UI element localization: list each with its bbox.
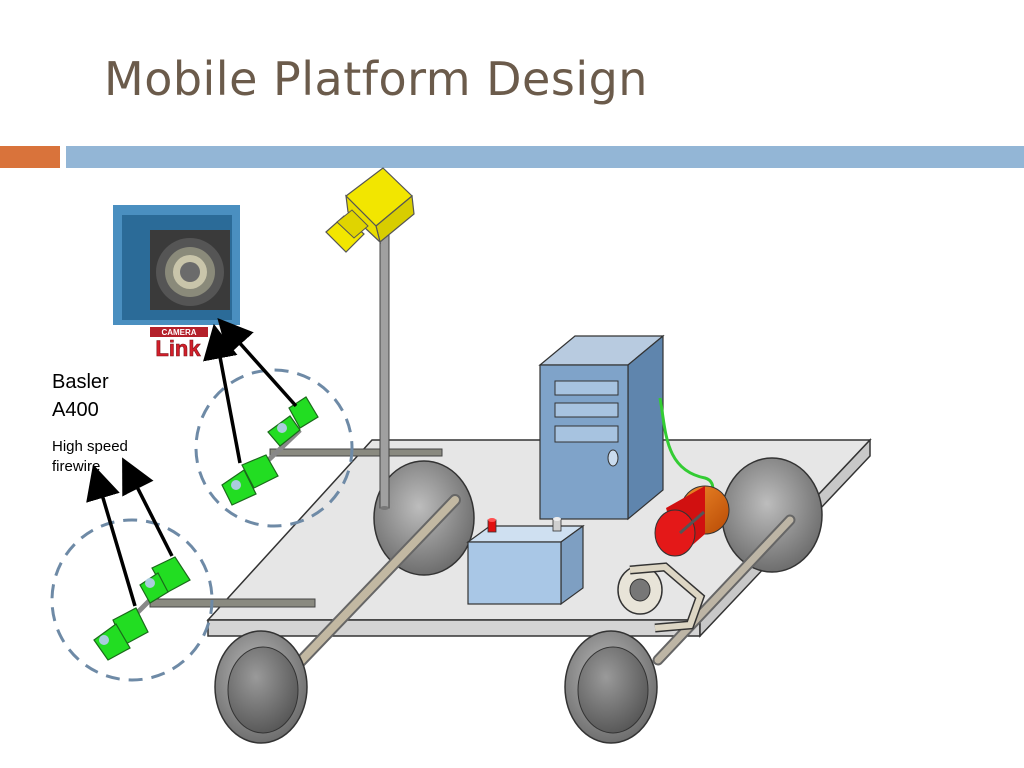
camera-desc-line1: High speed xyxy=(52,438,128,455)
drive-motor xyxy=(654,485,730,557)
green-camera-upper-2 xyxy=(221,454,279,506)
camera-photo xyxy=(113,205,240,325)
sensor-arm-upper xyxy=(269,448,443,457)
camera-desc-line2: firewire xyxy=(52,458,101,475)
arrow-upper-1 xyxy=(217,317,298,408)
svg-text:CAMERA: CAMERA xyxy=(161,328,196,337)
sensor-group-lower-boundary xyxy=(50,518,214,682)
computer-tower xyxy=(538,334,665,521)
rear-left-wheel xyxy=(373,460,475,576)
arrow-lower-2 xyxy=(86,464,137,607)
front-axle-right xyxy=(652,514,796,666)
gear-coupling xyxy=(617,562,706,633)
green-camera-lower-2 xyxy=(93,607,149,661)
camera-model-label: A400 xyxy=(52,399,99,421)
camera-brand-label: Basler xyxy=(52,371,109,393)
sensor-arm-lower xyxy=(149,598,316,608)
front-axle-left xyxy=(294,494,461,668)
slide-title: Mobile Platform Design xyxy=(104,52,648,106)
camera-link-logo: CAMERA Link xyxy=(150,327,208,361)
svg-text:Link: Link xyxy=(155,336,201,361)
front-left-wheel xyxy=(214,630,308,744)
power-cable xyxy=(658,397,715,493)
arrows xyxy=(86,317,298,607)
arrow-lower-1 xyxy=(122,457,174,557)
camera-mast xyxy=(379,227,390,510)
front-right-wheel xyxy=(564,630,658,744)
title-accent-bar-orange xyxy=(0,146,60,168)
rear-right-wheel xyxy=(721,457,823,573)
mast-camera xyxy=(325,167,415,253)
arrow-upper-2 xyxy=(203,323,242,464)
battery xyxy=(466,517,585,606)
sensor-group-upper-boundary xyxy=(194,368,354,528)
title-accent-bar-blue xyxy=(66,146,1024,168)
